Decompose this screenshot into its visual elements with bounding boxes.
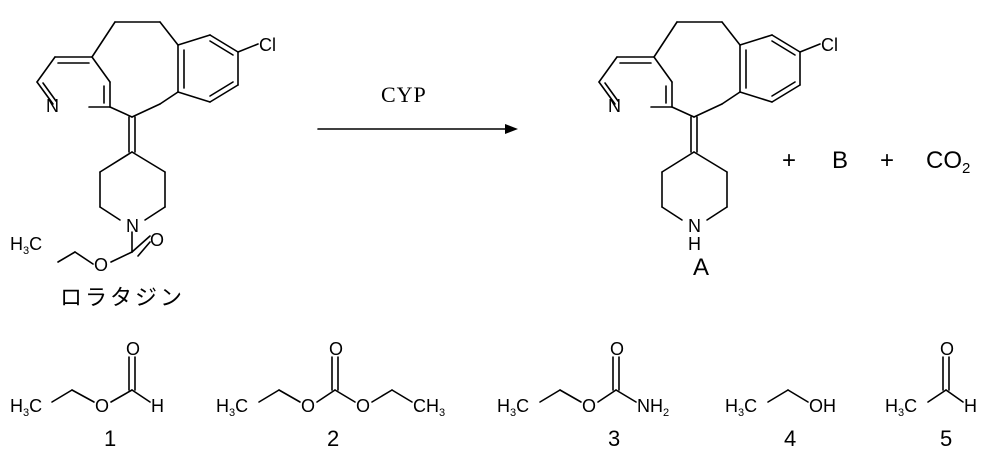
candidate-3-number: 3 [608, 426, 620, 451]
candidate-5-number: 5 [940, 426, 952, 451]
carbonyl-oxygen-label: O [150, 230, 164, 250]
product-nitrogen-label: N [608, 96, 621, 116]
c2-carbonyl-oxygen-label: O [329, 339, 343, 359]
candidate-4-number: 4 [784, 426, 796, 451]
product-chlorine-label: Cl [821, 35, 838, 55]
byproduct-b-label: B [832, 147, 848, 174]
reactant-name: ロラタジン [60, 286, 185, 311]
candidate-2-number: 2 [327, 426, 339, 451]
c5-methyl-label: H3C [885, 396, 917, 419]
reaction-arrow [317, 124, 518, 134]
ester-oxygen-label: O [94, 255, 108, 275]
co2-label: CO2 [926, 147, 970, 177]
plus-sign-2: + [880, 147, 894, 174]
candidate-5-structure: H3C O H [885, 339, 977, 419]
piperidine-nitrogen-label: N [126, 216, 139, 236]
product-a-label: A [693, 254, 709, 281]
c2-methyl-left-label: H3C [216, 396, 248, 419]
candidate-2-structure: H3C O O O CH3 [216, 339, 445, 419]
product-a-structure: N Cl N H [598, 21, 838, 254]
c4-methyl-label: H3C [725, 396, 757, 419]
c5-carbonyl-oxygen-label: O [940, 339, 954, 359]
candidate-1-structure: H3C O O H [10, 339, 164, 419]
candidate-4-structure: H3C OH [725, 389, 836, 419]
c2-methyl-right-label: CH3 [413, 396, 445, 419]
nitrogen-atom-label: N [46, 96, 59, 116]
c3-amine-label: NH2 [637, 396, 669, 419]
c3-ester-oxygen-label: O [582, 396, 596, 416]
candidate-1-number: 1 [104, 426, 116, 451]
enzyme-label: CYP [381, 82, 427, 107]
c2-oxygen-right-label: O [356, 396, 370, 416]
chlorine-atom-label: Cl [259, 35, 276, 55]
c3-carbonyl-oxygen-label: O [610, 339, 624, 359]
c3-methyl-label: H3C [497, 396, 529, 419]
c4-hydroxyl-label: OH [809, 396, 836, 416]
c1-hydrogen-label: H [151, 396, 164, 416]
c1-carbonyl-oxygen-label: O [126, 339, 140, 359]
candidate-3-structure: H3C O O NH2 [497, 339, 669, 419]
product-nh-hydrogen-label: H [688, 234, 701, 254]
c2-oxygen-left-label: O [301, 396, 315, 416]
c1-ester-oxygen-label: O [95, 396, 109, 416]
loratadine-structure: N Cl N O O H3C [10, 21, 276, 275]
methyl-group-label: H3C [10, 234, 42, 257]
c1-methyl-label: H3C [10, 396, 42, 419]
product-nh-nitrogen-label: N [688, 216, 701, 236]
plus-sign-1: + [782, 147, 796, 174]
c5-hydrogen-label: H [964, 396, 977, 416]
